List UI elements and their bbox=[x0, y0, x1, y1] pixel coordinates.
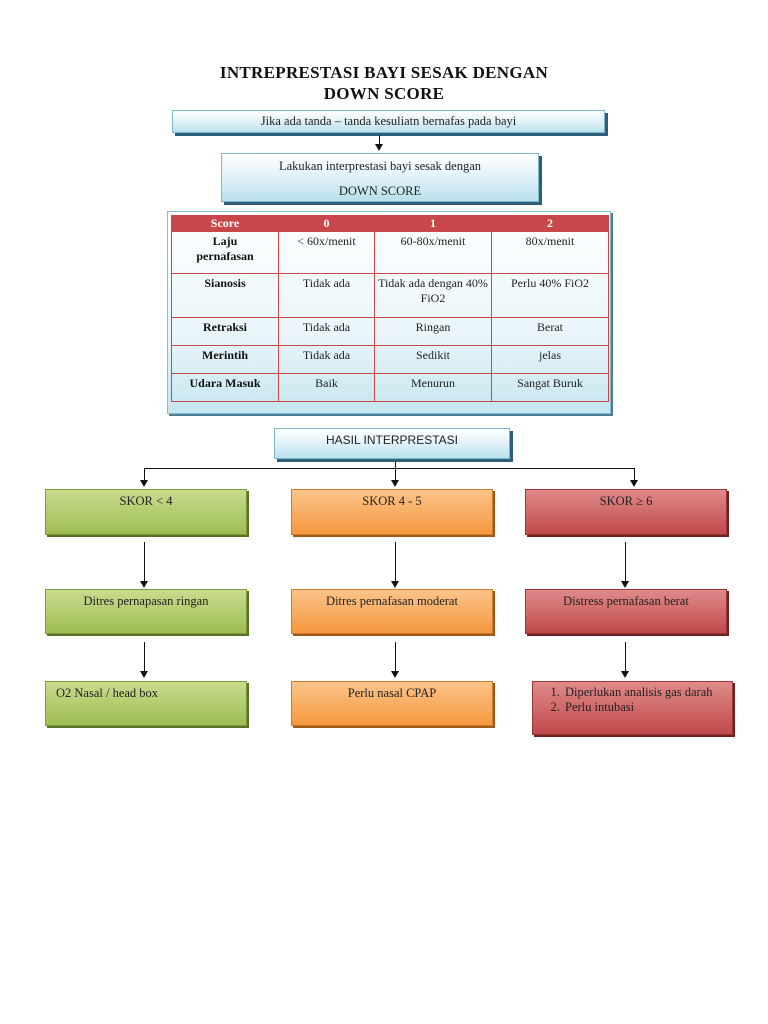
connector-line bbox=[625, 542, 626, 582]
table-cell: < 60x/menit bbox=[278, 231, 375, 274]
action-moderate-box: Perlu nasal CPAP bbox=[291, 681, 493, 726]
diagnosis-mild-text: Ditres pernapasan ringan bbox=[83, 594, 209, 608]
row-label: Retraksi bbox=[171, 317, 279, 346]
connector-line bbox=[625, 642, 626, 672]
connector-line bbox=[144, 542, 145, 582]
table-cell: Ringan bbox=[374, 317, 492, 346]
connector-line bbox=[144, 642, 145, 672]
action-mild-text: O2 Nasal / head box bbox=[56, 686, 159, 700]
page-title: INTREPRESTASI BAYI SESAK DENGAN DOWN SCO… bbox=[84, 62, 684, 104]
score-high-box: SKOR ≥ 6 bbox=[525, 489, 727, 535]
connector-line bbox=[395, 468, 396, 481]
table-row: Merintih Tidak ada Sedikit jelas bbox=[171, 345, 609, 374]
table-cell: Tidak ada bbox=[278, 317, 375, 346]
connector-line bbox=[144, 468, 145, 481]
arrow-down-icon bbox=[621, 581, 629, 588]
diagnosis-severe-box: Distress pernafasan berat bbox=[525, 589, 727, 634]
instruction-box: Lakukan interprestasi bayi sesak dengan … bbox=[221, 153, 539, 202]
table-cell: Berat bbox=[491, 317, 609, 346]
result-box-text: HASIL INTERPRESTASI bbox=[325, 433, 459, 447]
arrow-down-icon bbox=[140, 671, 148, 678]
arrow-down-icon bbox=[621, 671, 629, 678]
table-cell: 60-80x/menit bbox=[374, 231, 492, 274]
action-moderate-text: Perlu nasal CPAP bbox=[347, 686, 437, 700]
instruction-line-2: DOWN SCORE bbox=[338, 184, 422, 198]
table-cell: Sedikit bbox=[374, 345, 492, 374]
arrow-down-icon bbox=[140, 480, 148, 487]
connector-line bbox=[395, 462, 396, 468]
connector-line bbox=[379, 135, 380, 145]
action-severe-box: Diperlukan analisis gas darah Perlu intu… bbox=[532, 681, 733, 735]
table-row: Retraksi Tidak ada Ringan Berat bbox=[171, 317, 609, 346]
connector-line bbox=[634, 468, 635, 481]
down-score-table-panel: Score 0 1 2 Laju pernafasan < 60x/menit … bbox=[167, 211, 611, 414]
score-low-text: SKOR < 4 bbox=[119, 494, 173, 508]
table-row: Sianosis Tidak ada Tidak ada dengan 40% … bbox=[171, 273, 609, 318]
diagnosis-mild-box: Ditres pernapasan ringan bbox=[45, 589, 247, 634]
action-severe-list: Diperlukan analisis gas darah Perlu intu… bbox=[533, 685, 732, 715]
score-mid-text: SKOR 4 - 5 bbox=[362, 494, 422, 508]
row-label: Sianosis bbox=[171, 273, 279, 318]
table-cell: Menurun bbox=[374, 373, 492, 402]
action-mild-box: O2 Nasal / head box bbox=[45, 681, 247, 726]
title-line-2: DOWN SCORE bbox=[323, 84, 445, 103]
table-cell: Baik bbox=[278, 373, 375, 402]
arrow-down-icon bbox=[140, 581, 148, 588]
row-label: Udara Masuk bbox=[171, 373, 279, 402]
table-header-cell: 1 bbox=[374, 215, 492, 232]
signs-box-text: Jika ada tanda – tanda kesuliatn bernafa… bbox=[260, 114, 517, 128]
diagnosis-severe-text: Distress pernafasan berat bbox=[563, 594, 689, 608]
table-cell: Tidak ada bbox=[278, 345, 375, 374]
list-item: Perlu intubasi bbox=[563, 700, 732, 715]
score-high-text: SKOR ≥ 6 bbox=[599, 494, 653, 508]
down-score-table: Score 0 1 2 Laju pernafasan < 60x/menit … bbox=[171, 215, 609, 402]
table-header-cell: Score bbox=[171, 215, 279, 232]
table-header-cell: 2 bbox=[491, 215, 609, 232]
connector-line bbox=[144, 468, 635, 469]
table-cell: Tidak ada bbox=[278, 273, 375, 318]
arrow-down-icon bbox=[391, 581, 399, 588]
row-label: Merintih bbox=[171, 345, 279, 374]
arrow-down-icon bbox=[630, 480, 638, 487]
table-cell: Sangat Buruk bbox=[491, 373, 609, 402]
table-cell: Perlu 40% FiO2 bbox=[491, 273, 609, 318]
title-line-1: INTREPRESTASI BAYI SESAK DENGAN bbox=[219, 63, 549, 82]
arrow-down-icon bbox=[391, 480, 399, 487]
table-cell: 80x/menit bbox=[491, 231, 609, 274]
diagnosis-moderate-box: Ditres pernafasan moderat bbox=[291, 589, 493, 634]
table-header-cell: 0 bbox=[278, 215, 375, 232]
diagnosis-moderate-text: Ditres pernafasan moderat bbox=[326, 594, 458, 608]
score-low-box: SKOR < 4 bbox=[45, 489, 247, 535]
arrow-down-icon bbox=[375, 144, 383, 151]
row-label: Laju pernafasan bbox=[171, 231, 279, 274]
connector-line bbox=[395, 542, 396, 582]
score-mid-box: SKOR 4 - 5 bbox=[291, 489, 493, 535]
instruction-line-1: Lakukan interprestasi bayi sesak dengan bbox=[278, 159, 481, 173]
result-box: HASIL INTERPRESTASI bbox=[274, 428, 510, 459]
connector-line bbox=[395, 642, 396, 672]
table-cell: Tidak ada dengan 40% FiO2 bbox=[374, 273, 492, 318]
list-item: Diperlukan analisis gas darah bbox=[563, 685, 732, 700]
table-row: Udara Masuk Baik Menurun Sangat Buruk bbox=[171, 373, 609, 402]
table-row: Laju pernafasan < 60x/menit 60-80x/menit… bbox=[171, 231, 609, 274]
table-header-row: Score 0 1 2 bbox=[171, 215, 609, 232]
signs-box: Jika ada tanda – tanda kesuliatn bernafa… bbox=[172, 110, 605, 133]
arrow-down-icon bbox=[391, 671, 399, 678]
table-cell: jelas bbox=[491, 345, 609, 374]
